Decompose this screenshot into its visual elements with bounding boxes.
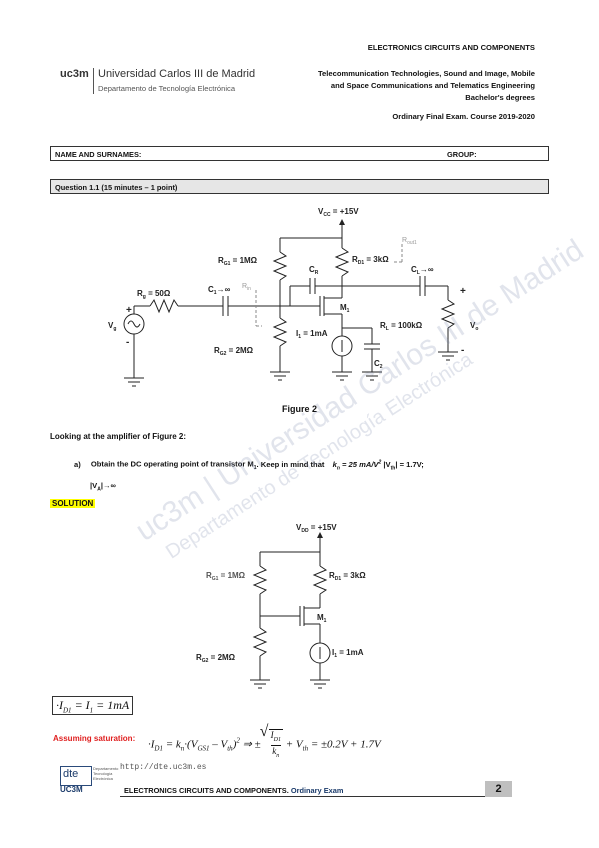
i1-label: I1 = 1mA <box>296 329 328 340</box>
cr-label: CR <box>309 265 319 276</box>
amplifier-schematic: VCC = +15V RG1 = 1MΩ RD1 = 3kΩ CR Rg = 5… <box>108 207 478 387</box>
assume-saturation-label: Assuming saturation: <box>53 734 136 743</box>
vcc-label: VCC = +15V <box>318 207 359 218</box>
item-a-va: |VA|→∞ <box>90 481 116 493</box>
vo-label: Vo <box>470 321 478 332</box>
equation-id1: ·ID1 = I1 = 1mA <box>52 696 134 715</box>
name-group-box: NAME AND SURNAMES: GROUP: <box>50 146 549 161</box>
logo-separator <box>93 68 94 94</box>
item-a-keep: . Keep in mind that <box>256 459 325 469</box>
logo-department: Departamento de Tecnología Electrónica <box>98 84 236 93</box>
degree-line-1: Telecommunication Technologies, Sound an… <box>317 69 535 78</box>
item-a-sub: 1 <box>253 465 257 472</box>
vg-plus: + <box>126 305 132 316</box>
item-a-vth: |Vth| = 1.7V; <box>381 459 424 472</box>
name-label: NAME AND SURNAMES: <box>55 150 142 159</box>
degree-line-3: Bachelor's degrees <box>465 93 535 102</box>
item-a-text: Obtain the DC operating point of transis… <box>90 459 254 469</box>
course-title: ELECTRONICS CIRCUITS AND COMPONENTS <box>367 43 535 52</box>
rin-label: Rin <box>242 283 251 292</box>
page-number: 2 <box>485 781 512 797</box>
c1-label: C1→∞ <box>208 285 231 296</box>
rd1-label: RD1 = 3kΩ <box>352 255 389 266</box>
sol-rd1-label: RD1 = 3kΩ <box>329 571 366 582</box>
figure-caption: Figure 2 <box>281 404 317 414</box>
footer-text: ELECTRONICS CIRCUITS AND COMPONENTS. Ord… <box>124 786 344 795</box>
sol-rg1-label: RG1 = 1MΩ <box>206 571 246 582</box>
vg-label: Vg <box>108 321 116 332</box>
rout-label: Rout1 <box>402 237 417 246</box>
question-title: Question 1.1 (15 minutes – 1 point) <box>55 183 178 192</box>
degree-line-2: and Space Communications and Telematics … <box>330 81 535 90</box>
rg2-label: RG2 = 2MΩ <box>214 346 254 357</box>
item-a: a) Obtain the DC operating point of tran… <box>74 459 424 471</box>
solution-label: SOLUTION <box>50 499 96 508</box>
exam-title: Ordinary Final Exam. Course 2019-2020 <box>392 112 535 121</box>
logo-university: Universidad Carlos III de Madrid <box>98 68 256 80</box>
footer-uc3m: UC3M <box>60 785 83 794</box>
dc-schematic: VDD = +15V RG1 = 1MΩ RD1 = 3kΩ M1 I1 = 1… <box>196 523 366 689</box>
logo-uc3m: uc3m <box>60 68 89 80</box>
footer-url[interactable]: http://dte.uc3m.es <box>120 763 207 772</box>
item-a-marker: a) <box>74 459 81 469</box>
question-header: Question 1.1 (15 minutes – 1 point) <box>50 179 549 194</box>
vdd-label: VDD = +15V <box>296 523 337 534</box>
cl-label: CL→∞ <box>411 265 434 276</box>
sol-m1-label: M1 <box>317 613 327 624</box>
university-logo: uc3m Universidad Carlos III de Madrid De… <box>60 66 280 102</box>
rl-label: RL = 100kΩ <box>380 321 423 332</box>
c2-label: C2 <box>374 359 383 370</box>
sol-i1-label: I1 = 1mA <box>332 648 364 659</box>
footer-divider <box>120 796 512 797</box>
vo-plus: + <box>460 286 466 297</box>
vo-minus: - <box>461 345 464 356</box>
m1-label: M1 <box>340 303 350 314</box>
rg1-label: RG1 = 1MΩ <box>218 256 258 267</box>
vg-minus: - <box>126 337 129 348</box>
sol-rg2-label: RG2 = 2MΩ <box>196 653 236 664</box>
item-a-kn: kn = 25 mA/V2 <box>332 459 382 472</box>
dte-logo: dte <box>60 766 92 786</box>
rg-label: Rg = 50Ω <box>137 289 171 300</box>
group-label: GROUP: <box>447 150 477 159</box>
intro-text: Looking at the amplifier of Figure 2: <box>50 432 187 441</box>
